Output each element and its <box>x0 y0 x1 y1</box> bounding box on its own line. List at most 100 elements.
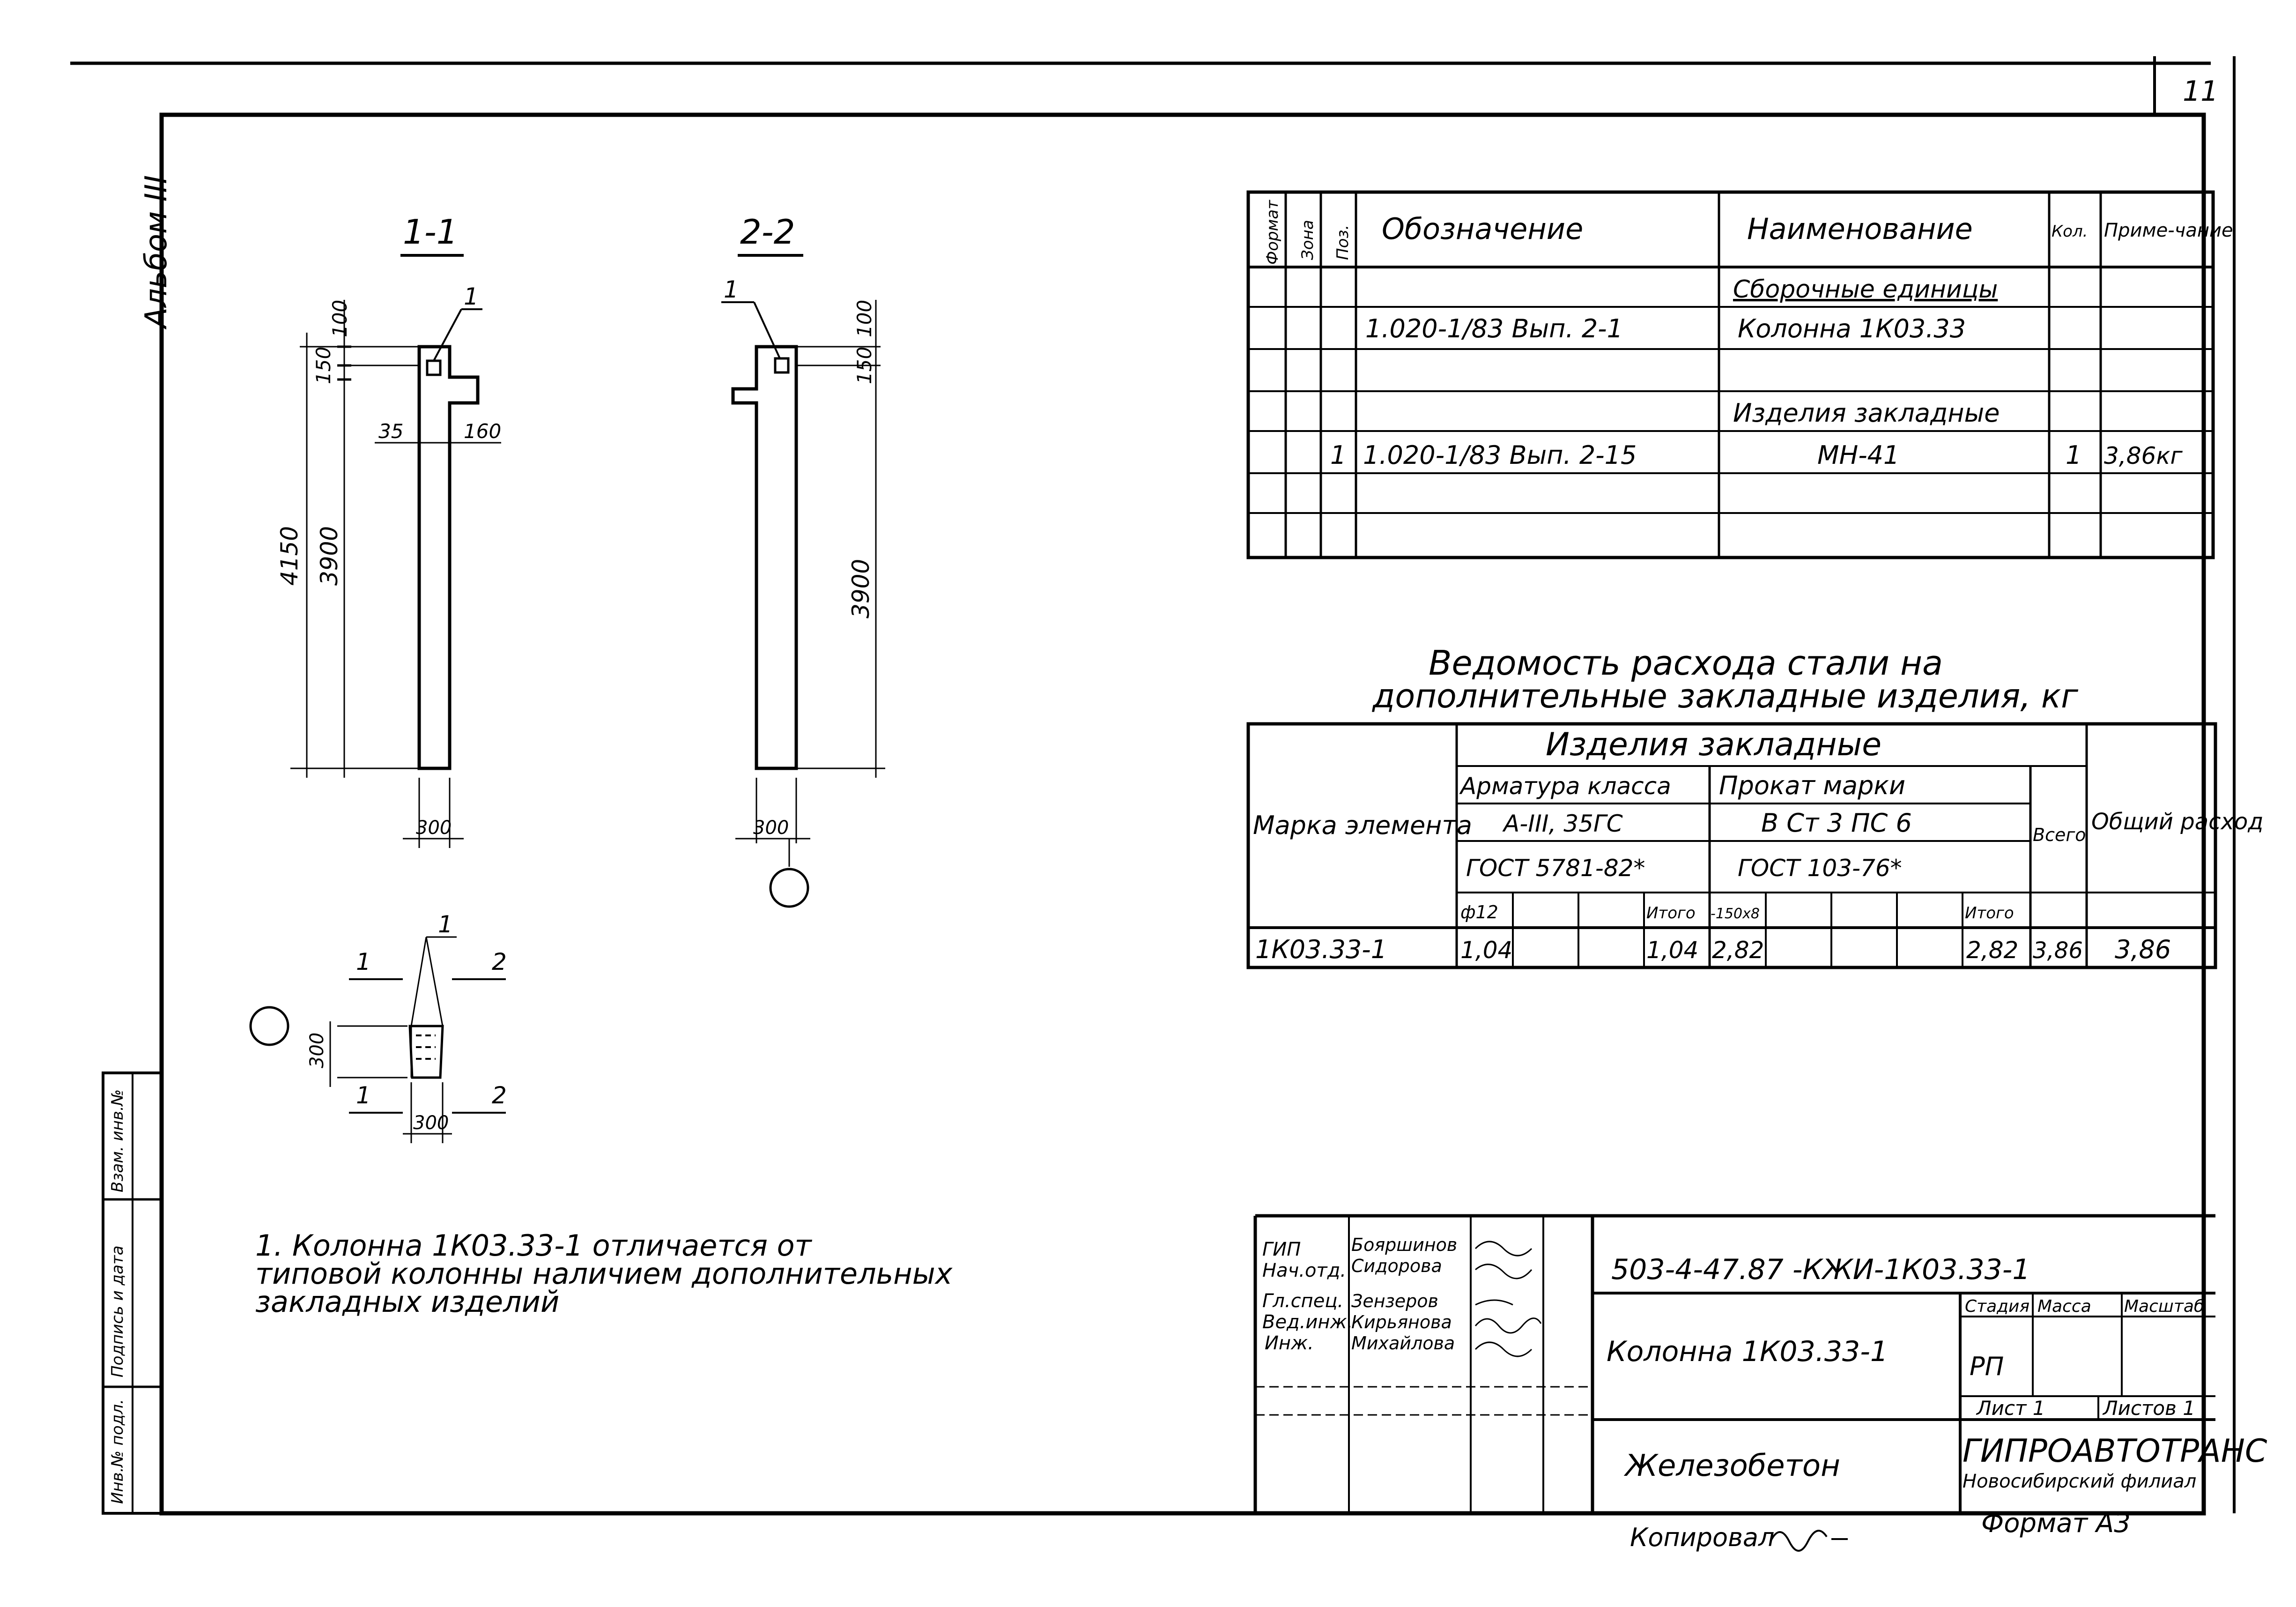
signatures <box>1474 1241 1542 1357</box>
plan-cut-2-bottom: 2 <box>492 1082 507 1109</box>
stamp-object: Колонна 1К03.33-1 <box>1607 1335 1888 1368</box>
spec-table: Формат Зона Поз. Обозначение Наименовани… <box>1246 190 2233 559</box>
stamp-name-3: Кирьянова <box>1351 1312 1452 1332</box>
plan-cut-1-top: 1 <box>356 948 371 975</box>
stamp-h-stage: Стадия <box>1965 1297 2029 1316</box>
stamp-name-1: Сидорова <box>1351 1256 1442 1276</box>
section-1-1-dim-total: 4150 <box>276 526 303 586</box>
steel-row-cell-8: 2,82 <box>1966 937 2018 964</box>
steel-h-rebar: Арматура класса <box>1459 773 1671 800</box>
note-line-1: 1. Колонна 1К03.33-1 отличается от <box>255 1228 813 1263</box>
stamp-role-3: Вед.инж. <box>1262 1311 1353 1333</box>
steel-sub-3: Итого <box>1646 904 1696 923</box>
section-2-2-dim-mid: 150 <box>853 347 876 384</box>
spec-row-4-note: 3,86кг <box>2104 442 2183 469</box>
section-1-1: 1-1 1 100 150 4150 3900 35 160 300 <box>276 212 501 848</box>
plan-dim-side: 300 <box>306 1033 328 1068</box>
stamp-branch: Новосибирский филиал <box>1963 1471 2196 1492</box>
steel-row-cell-4: 2,82 <box>1712 937 1764 964</box>
steel-table: Ведомость расхода стали на дополнительны… <box>1246 643 2263 969</box>
section-1-1-pos: 1 <box>464 283 479 310</box>
spec-row-3-name: Изделия закладные <box>1733 398 2000 428</box>
section-1-1-dim-width: 300 <box>416 817 452 839</box>
side-vzam: Взам. инв.№ <box>108 1089 127 1192</box>
spec-row-1-designation: 1.020-1/83 Вып. 2-1 <box>1365 314 1623 343</box>
plan-pos: 1 <box>438 911 453 938</box>
section-2-2-dim-top: 100 <box>853 300 876 337</box>
section-2-2-dim-height: 3900 <box>847 559 874 618</box>
section-2-2-dim-width: 300 <box>753 817 789 839</box>
plan-dim-bottom: 300 <box>413 1112 449 1134</box>
section-1-1-title: 1-1 <box>403 212 458 252</box>
plan-view: 1 1 2 1 2 300 300 <box>249 911 507 1143</box>
stamp-stage: РП <box>1970 1352 2004 1381</box>
title-block: ГИП Нач.отд. Гл.спец. Вед.инж. Инж. Бояр… <box>1253 1214 2267 1513</box>
steel-sub-0: ф12 <box>1460 902 1498 923</box>
album-label: Альбом III <box>139 175 174 330</box>
section-1-1-dim-left: 35 <box>378 420 403 443</box>
frame: 11 <box>70 56 2236 1516</box>
spec-row-4-qty: 1 <box>2066 440 2081 470</box>
stamp-role-1: Нач.отд. <box>1262 1260 1346 1281</box>
steel-h-rolled-grade: В Ст 3 ПС 6 <box>1761 808 1912 838</box>
steel-row-cell-3: 1,04 <box>1646 937 1698 964</box>
side-sign: Подпись и дата <box>108 1245 127 1377</box>
stamp-org: ГИПРОАВТОТРАНС <box>1963 1433 2267 1470</box>
copier-signature <box>1770 1530 1848 1552</box>
steel-title-1: Ведомость расхода стали на <box>1429 643 1943 683</box>
steel-title-2: дополнительные закладные изделия, кг <box>1372 677 2079 715</box>
stamp-name-2: Зензеров <box>1351 1291 1438 1311</box>
section-1-1-dim-mid: 150 <box>312 347 335 384</box>
footer: Копировал Формат А3 <box>1630 1508 2131 1552</box>
section-1-1-dim-height: 3900 <box>316 526 343 586</box>
steel-row-mark: 1К03.33-1 <box>1255 935 1387 964</box>
section-1-1-dim-right: 160 <box>464 420 501 443</box>
spec-row-0-name: Сборочные единицы <box>1733 275 1998 304</box>
section-2-2-pos: 1 <box>724 276 739 303</box>
stamp-code: 503-4-47.87 -КЖИ-1К03.33-1 <box>1611 1253 2030 1286</box>
spec-h-zone: Зона <box>1298 220 1317 260</box>
side-inv: Инв.№ подл. <box>108 1399 127 1504</box>
spec-row-4-name: МН-41 <box>1817 440 1899 470</box>
spec-h-format: Формат <box>1263 200 1282 265</box>
stamp-sheet: Лист 1 <box>1976 1397 2045 1420</box>
note-line-3: закладных изделий <box>255 1285 559 1319</box>
stamp-role-4: Инж. <box>1265 1332 1314 1354</box>
steel-row-overall: 3,86 <box>2115 935 2171 964</box>
stamp-role-0: ГИП <box>1262 1239 1301 1260</box>
stamp-sheets: Листов 1 <box>2102 1397 2195 1420</box>
spec-row-4-designation: 1.020-1/83 Вып. 2-15 <box>1363 440 1637 470</box>
steel-h-rebar-gost: ГОСТ 5781-82* <box>1466 855 1645 882</box>
spec-h-note: Приме-чание <box>2104 220 2233 241</box>
steel-h-rolled-gost: ГОСТ 103-76* <box>1738 855 1902 882</box>
stamp-name-0: Бояршинов <box>1351 1235 1457 1255</box>
footer-copied: Копировал <box>1630 1523 1775 1552</box>
plan-cut-1-bottom: 1 <box>356 1082 371 1109</box>
section-2-2: 2-2 1 100 150 3900 300 <box>721 212 885 908</box>
stamp-h-scale: Масштаб <box>2124 1297 2204 1316</box>
sheet-number: 11 <box>2183 75 2218 108</box>
footer-format: Формат А3 <box>1981 1508 2131 1539</box>
steel-row-cell-0: 1,04 <box>1460 937 1512 964</box>
spec-row-1-name: Колонна 1К03.33 <box>1738 314 1966 343</box>
steel-row-total: 3,86 <box>2033 937 2083 964</box>
stamp-material: Железобетон <box>1623 1449 1840 1483</box>
spec-h-name: Наименование <box>1747 212 1973 246</box>
spec-h-pos: Поз. <box>1333 225 1352 260</box>
spec-h-designation: Обозначение <box>1382 212 1583 246</box>
steel-h-rebar-class: А-III, 35ГС <box>1502 810 1623 837</box>
steel-h-total: Всего <box>2033 825 2086 845</box>
axis-marker <box>769 868 809 908</box>
spec-h-qty: Кол. <box>2052 222 2088 241</box>
steel-h-mark: Марка элемента <box>1253 811 1472 840</box>
section-2-2-title: 2-2 <box>740 212 795 252</box>
steel-h-rolled: Прокат марки <box>1719 771 1905 800</box>
plan-cut-2-top: 2 <box>492 948 507 975</box>
stamp-role-2: Гл.спец. <box>1262 1290 1343 1312</box>
stamp-h-mass: Масса <box>2037 1297 2091 1316</box>
steel-h-products: Изделия закладные <box>1546 726 1881 763</box>
steel-sub-4: -150х8 <box>1711 906 1760 922</box>
note-line-2: типовой колонны наличием дополнительных <box>255 1257 953 1291</box>
steel-sub-8: Итого <box>1965 904 2014 923</box>
